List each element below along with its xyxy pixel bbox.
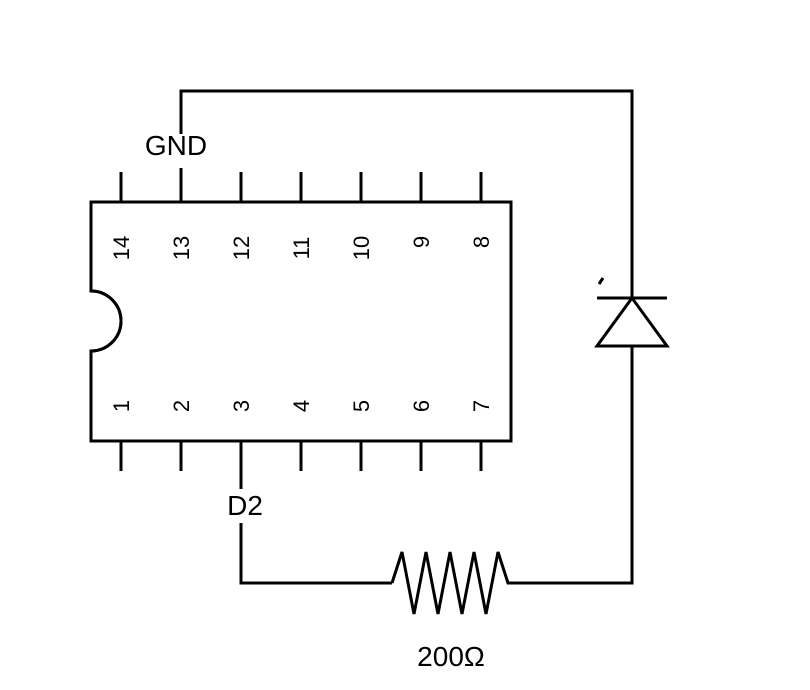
resistor-zigzag-icon: [390, 551, 512, 615]
pin-number-1: 1: [109, 400, 134, 412]
top-pin-legs: [119, 168, 483, 202]
pin-number-10: 10: [349, 236, 374, 260]
pin-number-12: 12: [229, 236, 254, 260]
pin-number-5: 5: [349, 400, 374, 412]
ic-notch: [90, 289, 123, 353]
top-pin-numbers: 14 13 12 11 10 9 8: [109, 236, 494, 260]
gnd-wire: [179, 89, 634, 298]
bottom-pin-numbers: 1 2 3 4 5 6 7: [109, 400, 494, 412]
d2-label: D2: [227, 490, 263, 521]
pin-number-9: 9: [409, 236, 434, 248]
pin-number-4: 4: [289, 400, 314, 412]
pin-number-8: 8: [469, 236, 494, 248]
pin-number-2: 2: [169, 400, 194, 412]
pin-number-13: 13: [169, 236, 194, 260]
pin-number-11: 11: [289, 237, 314, 260]
diode-emission-mark: [597, 277, 605, 285]
pin-number-7: 7: [469, 400, 494, 412]
pin-number-6: 6: [409, 400, 434, 412]
resistor-value-label: 200Ω: [417, 641, 485, 672]
d2-wire: [239, 523, 392, 585]
pin-number-14: 14: [109, 236, 134, 260]
gnd-label: GND: [145, 130, 207, 161]
led-to-resistor-wire: [512, 346, 634, 585]
bottom-pin-legs: [119, 441, 483, 471]
diode-triangle: [594, 295, 670, 348]
pin-number-3: 3: [229, 400, 254, 412]
